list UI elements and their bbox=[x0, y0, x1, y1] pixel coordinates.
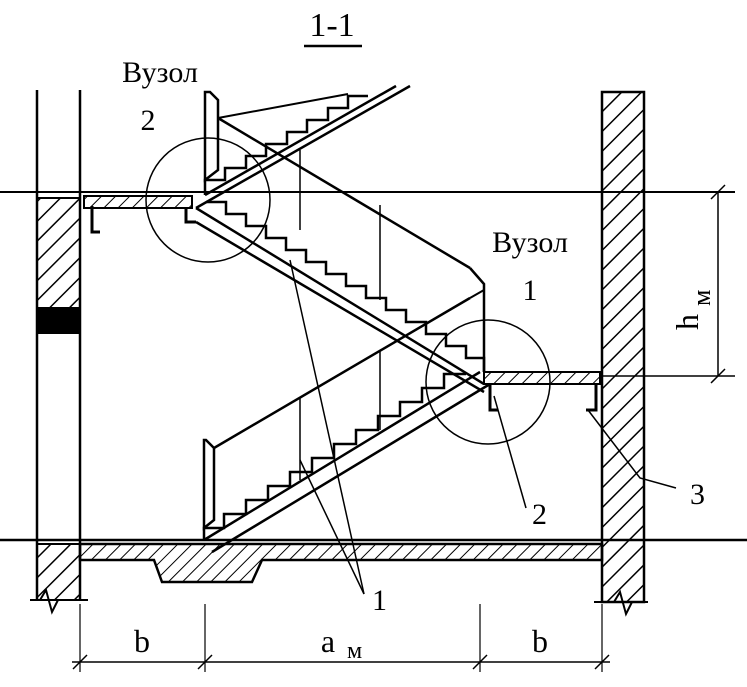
node-1-label: Вузол bbox=[492, 226, 568, 259]
floor-slab bbox=[0, 538, 747, 584]
dim-b-left: b bbox=[134, 623, 150, 659]
svg-text:1-1: 1-1 bbox=[309, 7, 354, 44]
upper-landing bbox=[0, 191, 735, 234]
dim-b-right: b bbox=[532, 623, 548, 659]
node-2-number: 2 bbox=[141, 104, 156, 137]
callout-2: 2 bbox=[532, 498, 547, 531]
bottom-dimensions: b a м b bbox=[72, 604, 610, 672]
right-wall bbox=[594, 90, 648, 617]
dim-a-middle-sub: м bbox=[347, 638, 362, 664]
callout-3-leader bbox=[587, 409, 677, 489]
callout-2-leader bbox=[493, 395, 527, 509]
callout-3: 3 bbox=[690, 478, 705, 511]
callout-1: 1 bbox=[372, 584, 387, 617]
lower-flight bbox=[202, 289, 491, 554]
upper-flight bbox=[195, 84, 411, 210]
node-1-number: 1 bbox=[523, 274, 538, 307]
dim-a-middle: a bbox=[321, 623, 335, 659]
svg-text:м: м bbox=[687, 290, 716, 306]
section-title: 1-1 bbox=[304, 7, 362, 48]
svg-text:h: h bbox=[669, 314, 705, 330]
descending-flight bbox=[195, 116, 486, 394]
left-wall bbox=[30, 90, 88, 615]
height-dimension: h м bbox=[669, 184, 726, 384]
node-1-circle bbox=[425, 319, 551, 445]
callout-1-leaders bbox=[289, 259, 365, 595]
node-2-label: Вузол bbox=[122, 56, 198, 89]
node-2-circle bbox=[145, 137, 271, 263]
middle-landing bbox=[483, 371, 735, 412]
